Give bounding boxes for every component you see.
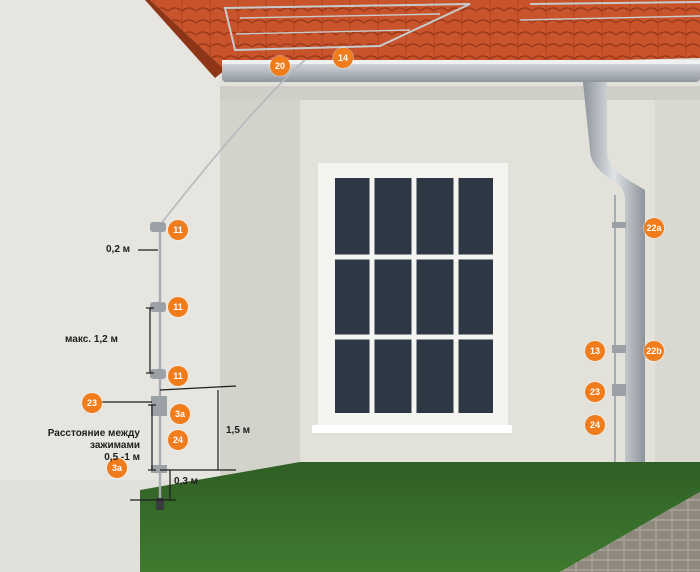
dimension-label-1-5m: 1,5 м: [226, 425, 251, 436]
clamp-distance-line-3: 0,5 -1 м: [104, 452, 140, 463]
callout-badge: 13: [585, 341, 605, 361]
callout-badge: 11: [168, 297, 188, 317]
callout-badge: 22b: [644, 341, 664, 361]
callout-badge: 20: [270, 56, 290, 76]
callout-badge: 24: [585, 415, 605, 435]
callout-badge: 3a: [107, 458, 127, 478]
callout-badge: 22a: [644, 218, 664, 238]
callout-badge: 14: [333, 48, 353, 68]
callout-badge: 23: [82, 393, 102, 413]
callout-badge: 3a: [170, 404, 190, 424]
callout-badge: 11: [168, 220, 188, 240]
callout-badge: 23: [585, 382, 605, 402]
callout-badge: 24: [168, 430, 188, 450]
dimension-label-max-1-2m: макс. 1,2 м: [65, 334, 118, 345]
dimension-label-0-2m: 0,2 м: [106, 244, 131, 255]
dimension-label-clamp-distance: Расстояние между зажимами 0,5 -1 м: [42, 428, 140, 464]
dimension-label-0-3m: 0,3 м: [174, 476, 199, 487]
callout-badge: 11: [168, 366, 188, 386]
clamp-distance-line-1: Расстояние между: [47, 428, 140, 439]
clamp-distance-line-2: зажимами: [89, 440, 140, 451]
